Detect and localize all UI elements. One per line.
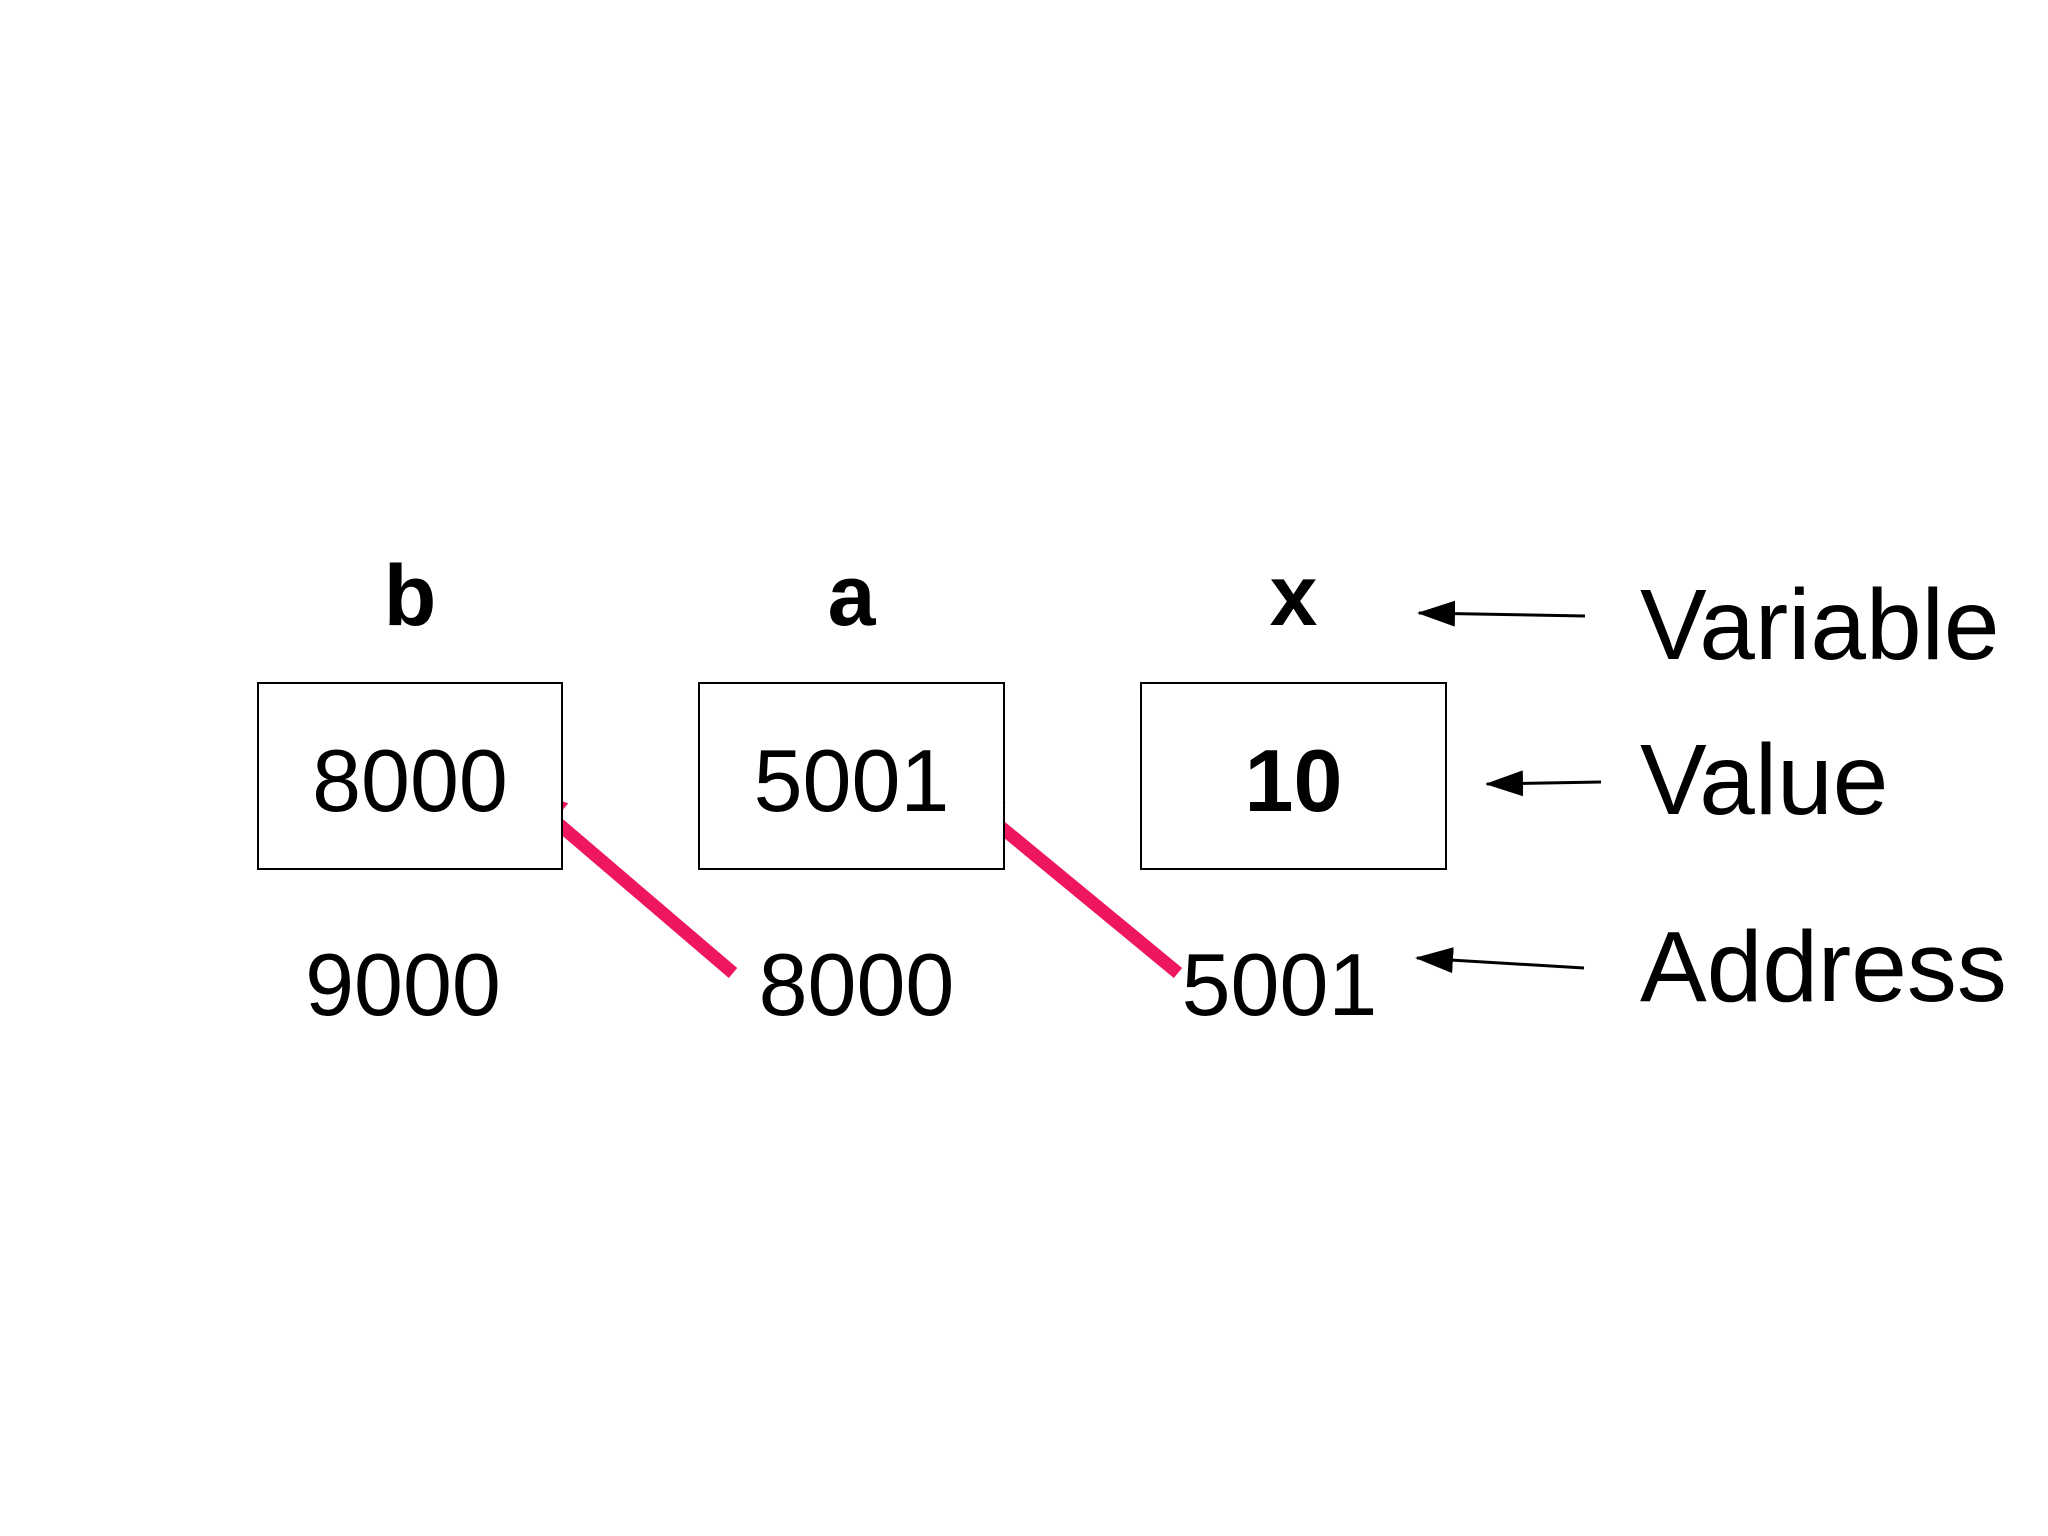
value-a: 5001 <box>753 731 950 830</box>
value-b: 8000 <box>312 731 508 830</box>
legend-label-variable: Variable <box>1640 569 2000 681</box>
legend-arrow-value <box>1485 770 1602 797</box>
legend-label-address: Address <box>1640 911 2007 1023</box>
address-a: 8000 <box>758 935 955 1034</box>
value-x: 10 <box>1244 731 1343 830</box>
value-box-x: 10 <box>1140 682 1447 870</box>
legend-arrow-address <box>1415 947 1585 974</box>
variable-name-a: a <box>827 548 876 644</box>
legend-label-value: Value <box>1640 724 1889 836</box>
address-x: 5001 <box>1181 935 1378 1034</box>
variable-name-x: x <box>1269 548 1318 644</box>
value-box-a: 5001 <box>698 682 1005 870</box>
variable-name-b: b <box>383 548 437 644</box>
value-box-b: 8000 <box>257 682 563 870</box>
address-b: 9000 <box>305 935 501 1034</box>
